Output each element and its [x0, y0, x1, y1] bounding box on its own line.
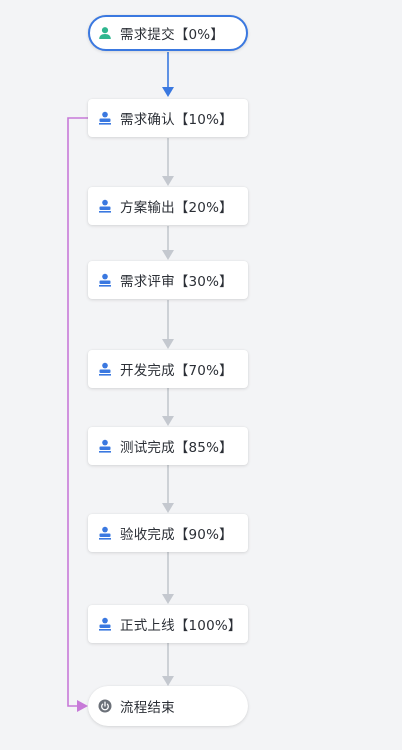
- node-review[interactable]: 需求评审【30%】: [88, 261, 248, 299]
- user-icon: [98, 526, 112, 540]
- power-icon: [98, 699, 112, 713]
- node-plan-label: 方案输出【20%】: [120, 200, 233, 216]
- node-test-label: 测试完成【85%】: [120, 440, 233, 456]
- arrow-confirm-plan: [162, 176, 174, 186]
- node-online-label: 正式上线【100%】: [120, 618, 242, 634]
- node-end-label: 流程结束: [120, 700, 175, 716]
- arrow-online-end: [162, 676, 174, 686]
- user-icon: [98, 617, 112, 631]
- user-icon: [98, 273, 112, 287]
- arrow-confirm-end-reject: [77, 700, 88, 712]
- user-icon: [98, 362, 112, 376]
- arrow-test-accept: [162, 503, 174, 513]
- node-dev[interactable]: 开发完成【70%】: [88, 350, 248, 388]
- node-dev-label: 开发完成【70%】: [120, 363, 233, 379]
- node-test[interactable]: 测试完成【85%】: [88, 427, 248, 465]
- user-icon: [98, 199, 112, 213]
- edge-confirm-end-reject: [67, 117, 88, 707]
- node-confirm[interactable]: 需求确认【10%】: [88, 99, 248, 137]
- node-plan[interactable]: 方案输出【20%】: [88, 187, 248, 225]
- arrow-plan-review: [162, 250, 174, 260]
- node-end[interactable]: 流程结束: [88, 686, 248, 726]
- node-online[interactable]: 正式上线【100%】: [88, 605, 248, 643]
- arrow-start-confirm: [162, 87, 174, 97]
- arrow-review-dev: [162, 339, 174, 349]
- node-accept-label: 验收完成【90%】: [120, 527, 233, 543]
- node-start-label: 需求提交【0%】: [120, 27, 225, 43]
- arrow-dev-test: [162, 416, 174, 426]
- node-accept[interactable]: 验收完成【90%】: [88, 514, 248, 552]
- user-icon: [98, 111, 112, 125]
- node-review-label: 需求评审【30%】: [120, 274, 233, 290]
- node-confirm-label: 需求确认【10%】: [120, 112, 233, 128]
- node-start[interactable]: 需求提交【0%】: [88, 15, 248, 51]
- arrow-accept-online: [162, 594, 174, 604]
- user-icon: [98, 439, 112, 453]
- user-icon: [98, 26, 112, 40]
